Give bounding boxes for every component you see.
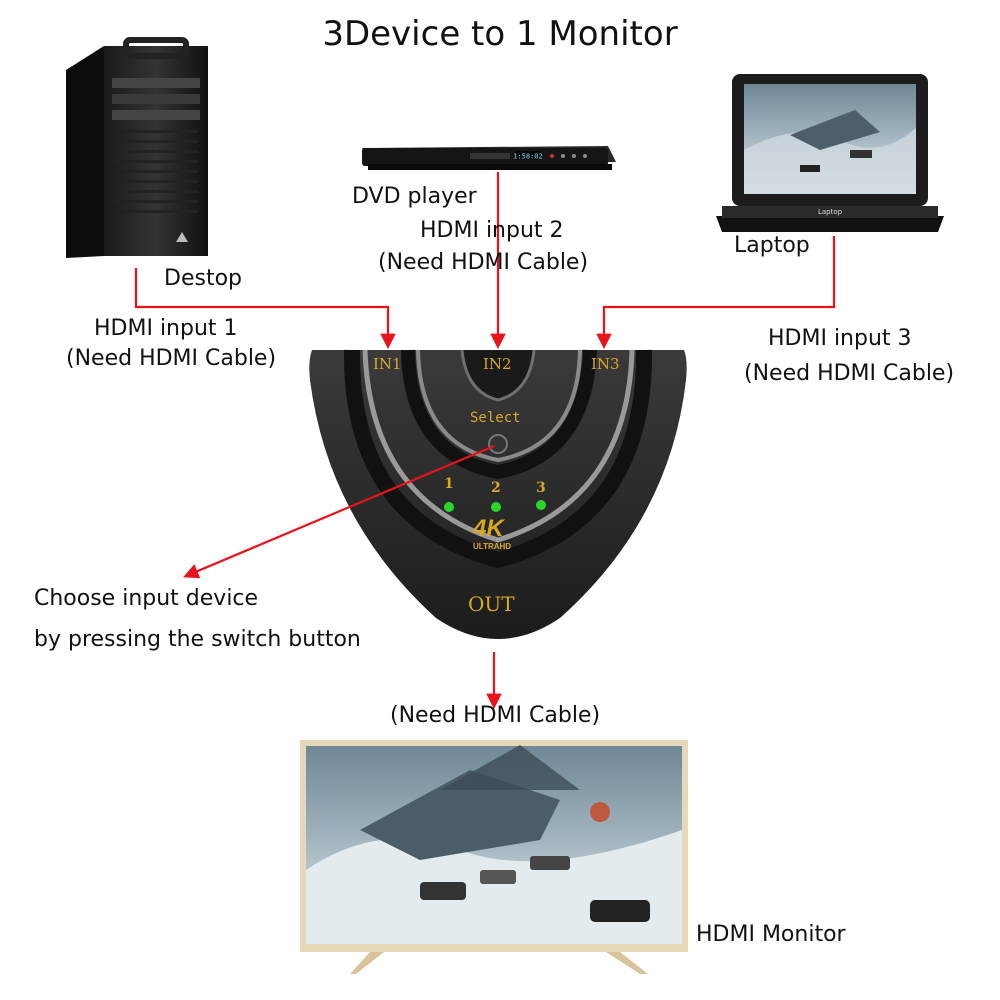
- out-label: OUT: [468, 592, 515, 616]
- page-title: 3Device to 1 Monitor: [322, 14, 678, 54]
- led-label-3: 3: [536, 480, 546, 496]
- input3-name: HDMI input 3: [768, 326, 912, 351]
- port-label-in2: IN2: [483, 355, 512, 373]
- input1-note: (Need HDMI Cable): [66, 346, 277, 371]
- arrow-laptop-to-in3: [596, 236, 836, 350]
- dvd-player-icon: 1:58:02: [362, 146, 616, 170]
- port-label-in3: IN3: [591, 355, 620, 373]
- led-2-icon: [491, 502, 501, 512]
- arrow-desktop-to-in1: [134, 268, 396, 350]
- output-note: (Need HDMI Cable): [390, 703, 601, 728]
- port-label-in1: IN1: [373, 355, 402, 373]
- input1-name: HDMI input 1: [94, 316, 238, 341]
- led-3-icon: [536, 500, 546, 510]
- callout-line-2: by pressing the switch button: [34, 627, 361, 652]
- desktop-label: Destop: [164, 266, 242, 291]
- led-label-2: 2: [491, 480, 501, 496]
- badge-4k: 4K: [473, 515, 504, 542]
- laptop-label: Laptop: [734, 233, 810, 258]
- laptop-icon: Laptop: [716, 74, 944, 232]
- hdmi-switch-body: [309, 349, 687, 639]
- callout-line-1: Choose input device: [34, 586, 259, 611]
- input3-note: (Need HDMI Cable): [744, 361, 955, 386]
- arrow-select-callout: [183, 444, 495, 579]
- input2-note: (Need HDMI Cable): [378, 250, 589, 275]
- monitor-label: HDMI Monitor: [696, 922, 846, 947]
- connector-arrows: [134, 172, 836, 710]
- laptop-brand-text: Laptop: [818, 208, 843, 216]
- led-1-icon: [444, 502, 454, 512]
- dvd-label: DVD player: [352, 184, 477, 209]
- select-label: Select: [470, 410, 521, 426]
- led-label-1: 1: [444, 476, 454, 492]
- desktop-tower-icon: [66, 37, 208, 258]
- hdmi-monitor-icon: [300, 740, 688, 974]
- badge-ultrahd: ULTRAHD: [473, 542, 512, 551]
- dvd-display-readout: 1:58:02: [513, 153, 543, 161]
- select-button[interactable]: [488, 434, 508, 454]
- input2-name: HDMI input 2: [420, 218, 564, 243]
